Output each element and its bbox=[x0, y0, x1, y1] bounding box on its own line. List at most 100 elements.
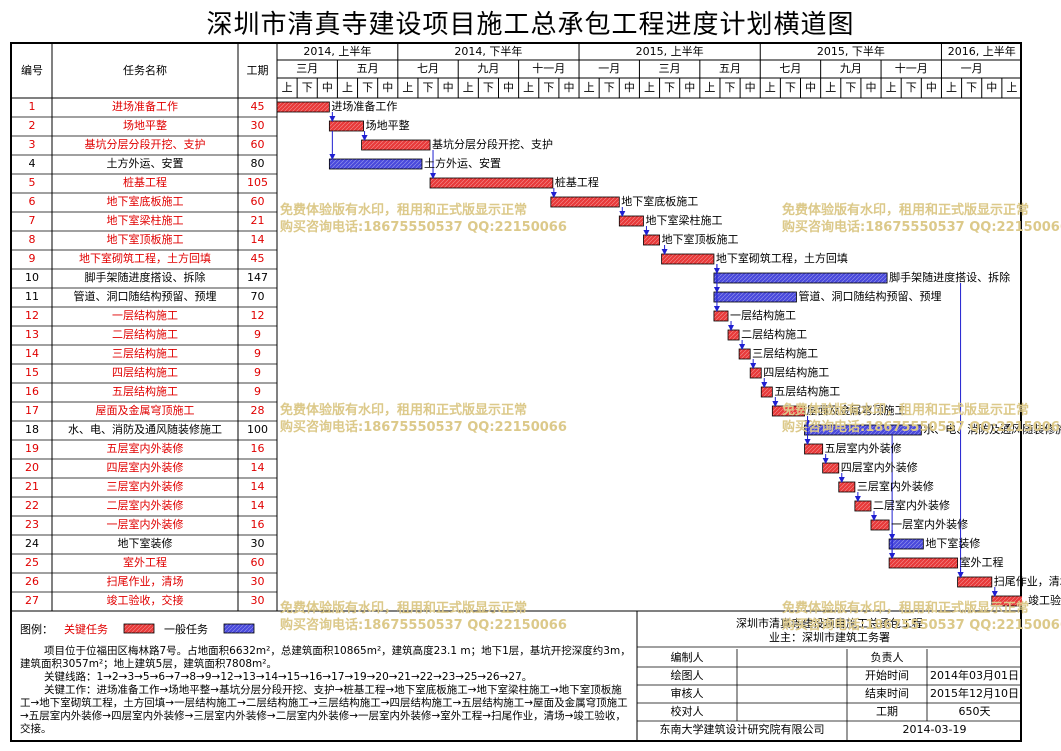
critical-task-bar bbox=[661, 253, 715, 265]
critical-task-bar bbox=[361, 139, 431, 151]
task-bar-label: 脚手架随进度搭设、拆除 bbox=[889, 271, 1011, 284]
decade-label: 上 bbox=[946, 81, 958, 94]
task-duration: 28 bbox=[250, 404, 265, 417]
task-name: 四层室内外装修 bbox=[106, 461, 184, 474]
task-name: 水、电、消防及通风随装修施工 bbox=[68, 423, 222, 436]
task-id: 20 bbox=[25, 461, 39, 474]
decade-label: 中 bbox=[805, 81, 817, 94]
decade-label: 中 bbox=[744, 81, 756, 94]
decade-label: 上 bbox=[462, 81, 474, 94]
titleblock-owner: 业主：深圳市建筑工务署 bbox=[769, 631, 890, 644]
titleblock-cell: 审核人 bbox=[670, 687, 704, 700]
task-duration: 60 bbox=[250, 138, 265, 151]
titleblock-cell: 工期 bbox=[876, 705, 898, 718]
task-bar-label: 二层结构施工 bbox=[741, 328, 808, 341]
decade-label: 下 bbox=[362, 81, 374, 94]
critical-task-bar bbox=[749, 367, 762, 379]
task-duration: 9 bbox=[254, 347, 261, 360]
watermark-line2: 购买咨询电话:18675550537 QQ:22150066 bbox=[280, 420, 567, 435]
decade-label: 下 bbox=[724, 81, 736, 94]
watermark-line1: 免费体验版有水印，租用和正式版显示正常 bbox=[280, 203, 528, 218]
decade-label: 中 bbox=[986, 81, 998, 94]
task-duration: 16 bbox=[250, 518, 265, 531]
task-bar-label: 进场准备工作 bbox=[331, 100, 398, 113]
watermark-line2: 购买咨询电话:18675550537 QQ:22150066 bbox=[280, 618, 567, 633]
titleblock-cell: 650天 bbox=[958, 705, 991, 718]
critical-task-bar bbox=[804, 443, 824, 455]
task-id: 14 bbox=[25, 347, 39, 360]
task-id: 18 bbox=[25, 423, 39, 436]
decade-label: 下 bbox=[664, 81, 676, 94]
half-year-label: 2016, 上半年 bbox=[947, 45, 1016, 58]
decade-label: 下 bbox=[845, 81, 857, 94]
task-name: 五层结构施工 bbox=[112, 385, 178, 398]
decade-label: 下 bbox=[905, 81, 917, 94]
page-title: 深圳市清真寺建设项目施工总承包工程进度计划横道图 bbox=[206, 10, 855, 40]
decade-label: 中 bbox=[925, 81, 937, 94]
critical-task-bar bbox=[838, 481, 856, 493]
task-bar-label: 二层室内外装修 bbox=[872, 499, 950, 512]
task-id: 2 bbox=[28, 119, 36, 132]
task-id: 23 bbox=[25, 518, 39, 531]
task-name: 场地平整 bbox=[123, 119, 167, 132]
task-bar-label: 地下室装修 bbox=[925, 537, 981, 550]
month-label: 十一月 bbox=[532, 62, 566, 75]
task-bar-label: 三层室内外装修 bbox=[856, 480, 934, 493]
decade-label: 中 bbox=[684, 81, 696, 94]
header-duration: 工期 bbox=[246, 64, 269, 77]
task-id: 12 bbox=[25, 309, 39, 322]
critical-task-bar bbox=[888, 557, 958, 569]
task-name: 一层室内外装修 bbox=[106, 518, 184, 531]
month-label: 五月 bbox=[356, 62, 379, 75]
month-label: 九月 bbox=[839, 62, 862, 75]
task-name: 室外工程 bbox=[123, 556, 167, 569]
task-bar-label: 四层室内外装修 bbox=[840, 461, 918, 474]
decade-label: 中 bbox=[865, 81, 877, 94]
critical-task-bar bbox=[822, 462, 840, 474]
task-bar-label: 地下室梁柱施工 bbox=[645, 214, 723, 227]
decade-label: 下 bbox=[301, 81, 313, 94]
task-name: 一层结构施工 bbox=[112, 309, 178, 322]
task-id: 16 bbox=[25, 385, 39, 398]
month-label: 三月 bbox=[296, 62, 319, 75]
titleblock-date: 2014-03-19 bbox=[902, 723, 967, 736]
critical-task-bar bbox=[618, 215, 644, 227]
task-id: 4 bbox=[28, 157, 36, 170]
task-name: 地下室装修 bbox=[117, 537, 173, 550]
task-bar-label: 场地平整 bbox=[365, 119, 410, 132]
month-label: 一月 bbox=[960, 62, 983, 75]
titleblock-cell: 校对人 bbox=[670, 705, 704, 718]
decade-label: 上 bbox=[523, 81, 535, 94]
task-duration: 30 bbox=[250, 537, 265, 550]
task-duration: 80 bbox=[250, 157, 265, 170]
watermark-line1: 免费体验版有水印，租用和正式版显示正常 bbox=[280, 403, 528, 418]
task-id: 25 bbox=[25, 556, 39, 569]
task-duration: 45 bbox=[250, 252, 265, 265]
task-duration: 14 bbox=[250, 499, 265, 512]
task-bar-label: 基坑分层分段开挖、支护 bbox=[432, 138, 554, 151]
task-bar-label: 水、电、消防及通风随装修施工 bbox=[923, 423, 1061, 436]
decade-label: 上 bbox=[704, 81, 716, 94]
month-label: 九月 bbox=[477, 62, 500, 75]
task-name: 地下室顶板施工 bbox=[106, 233, 184, 246]
month-label: 十一月 bbox=[894, 62, 928, 75]
critical-task-bar bbox=[854, 500, 872, 512]
task-bar-label: 地下室底板施工 bbox=[621, 195, 699, 208]
month-label: 一月 bbox=[598, 62, 621, 75]
task-duration: 21 bbox=[250, 214, 265, 227]
project-info: 项目位于位福田区梅林路7号。占地面积6632m²，总建筑面积10865m²，建筑… bbox=[20, 645, 632, 736]
critical-task-bar bbox=[870, 519, 890, 531]
task-bar-label: 五层室内外装修 bbox=[824, 442, 902, 455]
titleblock-cell: 负责人 bbox=[870, 651, 904, 664]
watermark-line2: 购买咨询电话:18675550537 QQ:22150066 bbox=[782, 220, 1061, 235]
decade-label: 中 bbox=[382, 81, 394, 94]
task-id: 8 bbox=[28, 233, 36, 246]
month-label: 七月 bbox=[416, 62, 439, 75]
task-duration: 14 bbox=[250, 461, 265, 474]
task-id: 13 bbox=[25, 328, 39, 341]
watermark-line1: 免费体验版有水印，租用和正式版显示正常 bbox=[280, 601, 528, 616]
decade-label: 下 bbox=[543, 81, 555, 94]
task-id: 1 bbox=[28, 100, 36, 113]
decade-label: 下 bbox=[966, 81, 978, 94]
